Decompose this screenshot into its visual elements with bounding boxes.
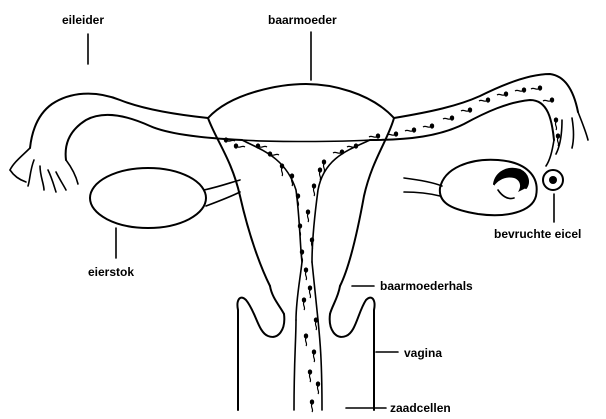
label-fertilized-egg: bevruchte eicel	[494, 227, 581, 241]
label-uterus: baarmoeder	[268, 13, 337, 27]
sperm-cell	[308, 285, 312, 298]
sperm-cell	[497, 91, 508, 96]
sperm-cell	[280, 163, 284, 176]
sperm-cell	[515, 87, 526, 92]
sperm-cell	[304, 333, 308, 346]
sperm-cell	[312, 183, 316, 196]
sperm-cell	[333, 149, 344, 154]
sperm-cell	[310, 237, 314, 250]
label-ovary: eierstok	[88, 265, 134, 279]
label-vagina: vagina	[404, 346, 442, 360]
sperm-cell	[543, 97, 554, 102]
sperm-cell	[306, 209, 310, 222]
fertilized-egg	[543, 170, 563, 190]
sperm-cell	[312, 349, 316, 362]
sperm-cell	[310, 399, 314, 412]
sperm-cell	[369, 133, 380, 138]
sperm-cell	[316, 381, 320, 394]
sperm-cells	[224, 85, 560, 412]
sperm-cell	[234, 143, 245, 148]
sperm-cell	[308, 369, 312, 382]
ovary-left	[90, 168, 240, 228]
sperm-cell	[256, 143, 267, 148]
sperm-cell	[479, 97, 490, 102]
sperm-cell	[302, 297, 306, 310]
sperm-cell	[461, 107, 472, 112]
sperm-cell	[423, 123, 434, 128]
sperm-cell	[443, 115, 454, 120]
label-cervix: baarmoederhals	[380, 279, 473, 293]
sperm-cell	[268, 151, 279, 156]
label-oviduct: eileider	[62, 13, 104, 27]
sperm-cell	[300, 249, 304, 262]
sperm-cell	[531, 85, 542, 90]
sperm-cell	[405, 127, 416, 132]
sperm-cell	[314, 317, 318, 330]
sperm-cell	[304, 267, 308, 280]
vagina	[237, 298, 374, 410]
sperm-cell	[298, 223, 302, 236]
ovary-right	[404, 160, 537, 215]
sperm-cell	[554, 117, 558, 130]
label-sperm: zaadcellen	[390, 401, 451, 415]
